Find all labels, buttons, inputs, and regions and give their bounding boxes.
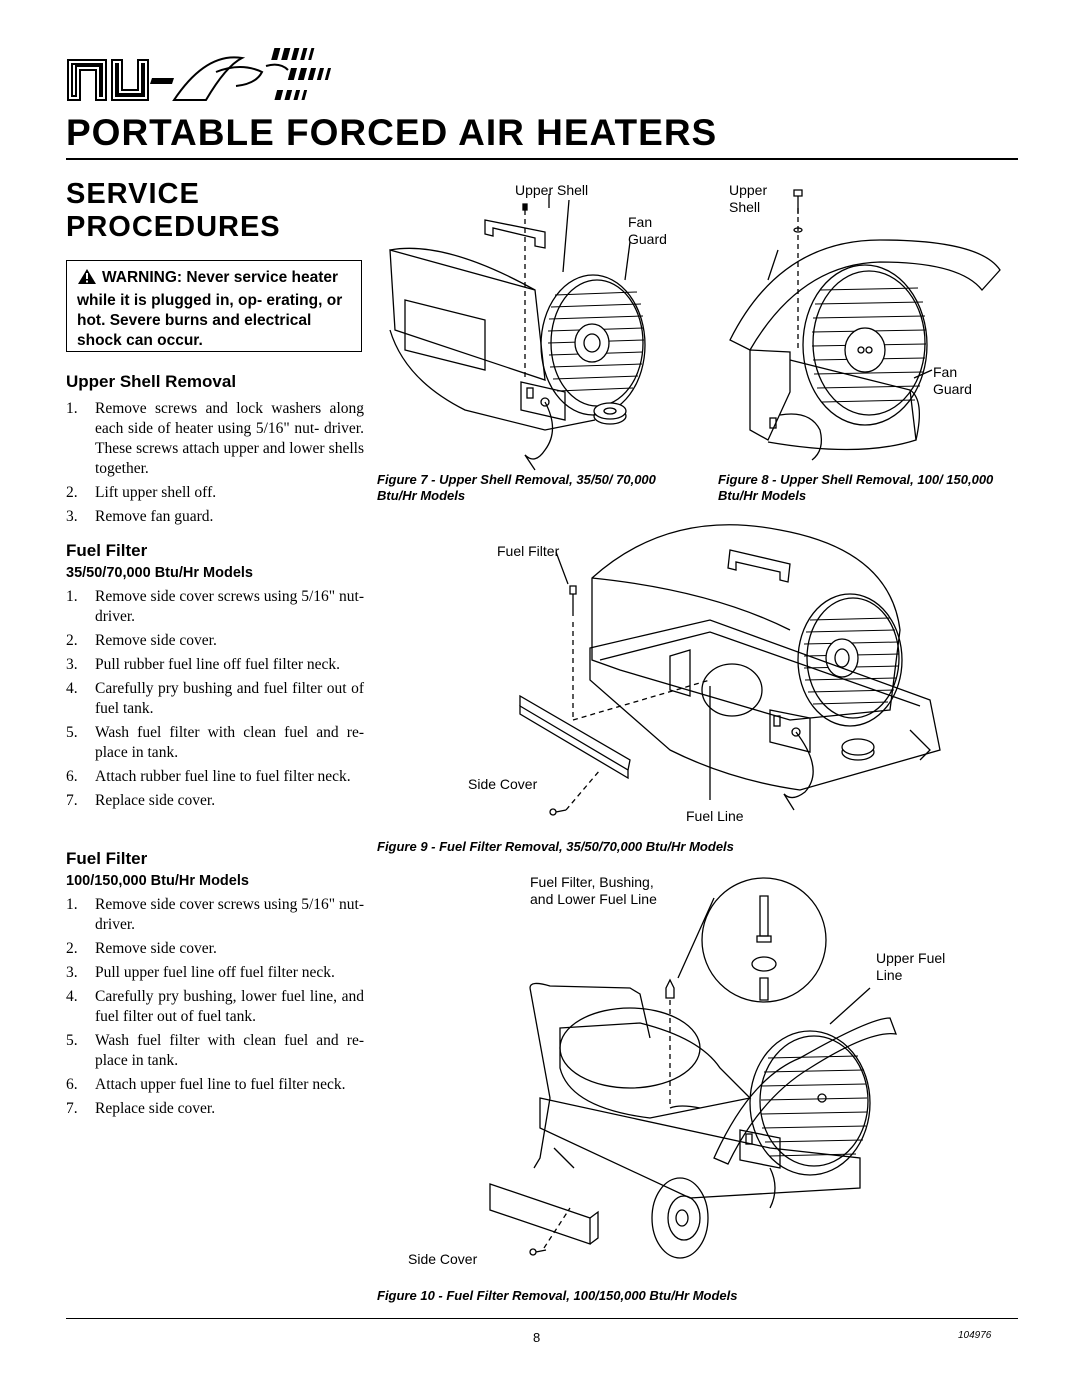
figure-8-illustration xyxy=(729,189,1001,461)
step-number: 1. xyxy=(66,400,78,417)
fig10-upper-fuel-line1: Upper Fuel xyxy=(876,950,946,966)
step-number: 3. xyxy=(66,656,78,673)
step-text: Wash fuel filter with clean fuel and re-… xyxy=(95,724,364,761)
step-text: Remove screws and lock washers along eac… xyxy=(95,400,364,477)
fig9-side-cover-label: Side Cover xyxy=(468,776,538,792)
fig7-caption: Figure 7 - Upper Shell Removal, 35/50/ 7… xyxy=(377,472,656,503)
step-text: Carefully pry bushing, lower fuel line, … xyxy=(95,988,364,1025)
step-number: 3. xyxy=(66,964,78,981)
step-text: Remove side cover. xyxy=(95,940,217,957)
upper-shell-heading: Upper Shell Removal xyxy=(66,372,237,391)
step-item: 7. Replace side cover. xyxy=(66,1099,364,1119)
step-text: Lift upper shell off. xyxy=(95,484,217,501)
step-item: 2. Remove side cover. xyxy=(66,939,364,959)
fig9-fuel-line-label: Fuel Line xyxy=(686,808,744,824)
section-title: SERVICE PROCEDURES xyxy=(66,178,281,244)
footer-rule xyxy=(66,1318,1018,1319)
section-title-line1: SERVICE xyxy=(66,178,200,210)
fuel-filter-a-subheading: 35/50/70,000 Btu/Hr Models xyxy=(66,565,253,581)
fuel-filter-b-section: Fuel Filter 100/150,000 Btu/Hr Models 1.… xyxy=(66,849,364,1123)
fig10-fuel-filter-line2: and Lower Fuel Line xyxy=(530,891,657,907)
figure-10-illustration xyxy=(489,877,897,1259)
step-item: 3. Pull upper fuel line off fuel filter n… xyxy=(66,963,364,983)
upper-shell-steps: 1. Remove screws and lock washers along e… xyxy=(66,399,364,527)
step-item: 7. Replace side cover. xyxy=(66,791,364,811)
step-number: 3. xyxy=(66,508,78,525)
step-text: Pull rubber fuel line off fuel filter ne… xyxy=(95,656,341,673)
step-number: 5. xyxy=(66,724,78,741)
fig9-caption: Figure 9 - Fuel Filter Removal, 35/50/70… xyxy=(377,839,734,854)
header-rule xyxy=(66,158,1018,160)
figure-7-illustration xyxy=(389,194,646,471)
step-number: 1. xyxy=(66,588,78,605)
step-number: 6. xyxy=(66,1076,78,1093)
step-item: 3. Pull rubber fuel line off fuel filter … xyxy=(66,655,364,675)
section-title-line2: PROCEDURES xyxy=(66,211,281,243)
step-text: Remove fan guard. xyxy=(95,508,214,525)
fuel-filter-a-section: Fuel Filter 35/50/70,000 Btu/Hr Models 1… xyxy=(66,541,364,815)
step-number: 7. xyxy=(66,792,78,809)
step-number: 6. xyxy=(66,768,78,785)
document-number: 104976 xyxy=(958,1330,992,1341)
step-number: 5. xyxy=(66,1032,78,1049)
fig10-caption: Figure 10 - Fuel Filter Removal, 100/150… xyxy=(377,1288,738,1303)
fig7-upper-shell-label: Upper Shell xyxy=(515,182,589,198)
warning-box: WARNING: Never service heater while it i… xyxy=(66,260,362,352)
fuel-filter-a-steps: 1. Remove side cover screws using 5/16" n… xyxy=(66,587,364,811)
step-item: 4. Carefully pry bushing, lower fuel line… xyxy=(66,987,364,1027)
step-text: Carefully pry bushing and fuel filter ou… xyxy=(95,680,364,717)
fig10-side-cover-label: Side Cover xyxy=(408,1251,478,1267)
step-item: 6. Attach rubber fuel line to fuel filter… xyxy=(66,767,364,787)
step-item: 1. Remove side cover screws using 5/16" n… xyxy=(66,587,364,627)
fig9-fuel-filter-label: Fuel Filter xyxy=(497,543,560,559)
step-text: Remove side cover. xyxy=(95,632,217,649)
step-number: 4. xyxy=(66,680,78,697)
fig10-fuel-filter-line1: Fuel Filter, Bushing, xyxy=(530,874,654,890)
page-title: PORTABLE FORCED AIR HEATERS xyxy=(66,112,718,153)
fuel-filter-a-heading: Fuel Filter xyxy=(66,541,148,560)
fig8-fan-guard-label: Fan Guard xyxy=(933,364,972,397)
step-number: 7. xyxy=(66,1100,78,1117)
figure-9-illustration xyxy=(519,524,941,816)
step-item: 1. Remove screws and lock washers along e… xyxy=(66,399,364,479)
fuel-filter-b-heading: Fuel Filter xyxy=(66,849,148,868)
step-item: 2. Lift upper shell off. xyxy=(66,483,364,503)
step-number: 2. xyxy=(66,484,78,501)
warning-text: WARNING: Never service heater while it i… xyxy=(77,269,343,349)
step-text: Attach rubber fuel line to fuel filter n… xyxy=(95,768,351,785)
fig8-caption: Figure 8 - Upper Shell Removal, 100/ 150… xyxy=(718,472,994,503)
step-text: Wash fuel filter with clean fuel and re-… xyxy=(95,1032,364,1069)
step-text: Replace side cover. xyxy=(95,1100,216,1117)
step-item: 3. Remove fan guard. xyxy=(66,507,364,527)
fig8-upper-shell-label: Upper Shell xyxy=(729,182,768,215)
step-item: 2. Remove side cover. xyxy=(66,631,364,651)
step-number: 2. xyxy=(66,632,78,649)
step-text: Attach upper fuel line to fuel filter ne… xyxy=(95,1076,346,1093)
step-number: 4. xyxy=(66,988,78,1005)
step-number: 1. xyxy=(66,896,78,913)
fig7-fan-guard-label: Fan Guard xyxy=(628,214,667,247)
step-text: Remove side cover screws using 5/16" nut… xyxy=(95,896,364,933)
step-text: Replace side cover. xyxy=(95,792,216,809)
step-item: 4. Carefully pry bushing and fuel filter … xyxy=(66,679,364,719)
step-text: Remove side cover screws using 5/16" nut… xyxy=(95,588,364,625)
step-text: Pull upper fuel line off fuel filter nec… xyxy=(95,964,335,981)
step-number: 2. xyxy=(66,940,78,957)
nu-air-logo xyxy=(67,48,332,101)
step-item: 5. Wash fuel filter with clean fuel and r… xyxy=(66,1031,364,1071)
warning-triangle-icon xyxy=(77,268,97,291)
step-item: 1. Remove side cover screws using 5/16" n… xyxy=(66,895,364,935)
fuel-filter-b-steps: 1. Remove side cover screws using 5/16" n… xyxy=(66,895,364,1119)
page-number: 8 xyxy=(533,1330,541,1345)
fuel-filter-b-subheading: 100/150,000 Btu/Hr Models xyxy=(66,873,249,889)
upper-shell-section: Upper Shell Removal 1. Remove screws and … xyxy=(66,372,364,531)
step-item: 5. Wash fuel filter with clean fuel and r… xyxy=(66,723,364,763)
fig10-upper-fuel-line2: Line xyxy=(876,967,903,983)
step-item: 6. Attach upper fuel line to fuel filter … xyxy=(66,1075,364,1095)
